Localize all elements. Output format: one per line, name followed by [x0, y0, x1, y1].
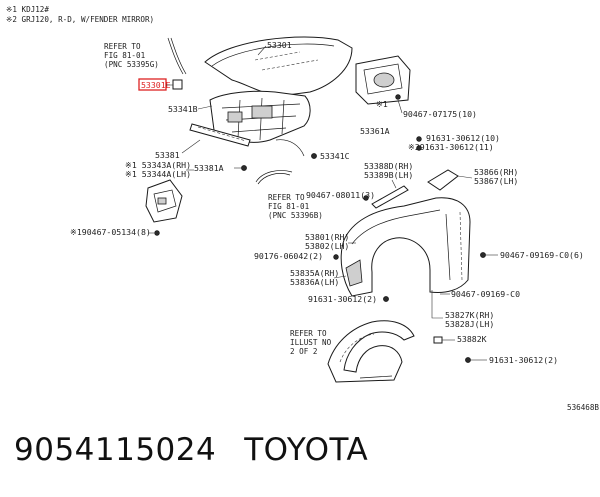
seal-side-a-label: 53381A [194, 163, 224, 173]
figure-code: 536468B [567, 403, 599, 412]
clip-icon [363, 195, 369, 201]
highlight-label: 53301E [141, 80, 171, 90]
bolt-icon [465, 357, 471, 363]
clip-icon [480, 252, 486, 258]
caption: 9054115024 TOYOTA [14, 432, 396, 468]
clip-top-label: 90467-07175(10) [403, 109, 477, 119]
refer-1-line-1: REFER TO [104, 42, 141, 51]
brand-name: TOYOTA [244, 432, 369, 468]
liner-53882k-label: 53882K [457, 334, 487, 344]
clip-icon [241, 165, 247, 171]
refer-2-line-3: (PNC 53396B) [268, 211, 323, 220]
bracket-rh-label: 53866(RH) [474, 167, 518, 177]
hood-panel [204, 36, 353, 143]
fender-rh-label: 53801(RH) [305, 232, 349, 242]
brace-rh-label: 53835A(RH) [290, 268, 339, 278]
side-bracket [145, 179, 183, 223]
clip-icon [395, 94, 401, 100]
hood-lock-mark: ※1 [376, 99, 388, 109]
fender-extension [371, 185, 409, 209]
clip-icon [154, 230, 160, 236]
hood-lock [355, 55, 411, 105]
refer-2-line-1: REFER TO [268, 193, 305, 202]
bolt-icon [416, 136, 422, 142]
clip-icon [333, 254, 339, 260]
clip-08011-label: 90467-08011(3) [306, 190, 375, 200]
clip-06042-label: 90176-06042(2) [254, 251, 323, 261]
hood-label: 53301 [267, 40, 292, 50]
clip-09169-6-label: 90467-09169-C0(6) [500, 250, 584, 260]
note-2: ※2 GRJ120, R-D, W/FENDER MIRROR) [6, 15, 154, 24]
ext-lh-label: 53389B(LH) [364, 170, 413, 180]
brace-lh-label: 53836A(LH) [290, 277, 339, 287]
front-fender [340, 197, 471, 297]
refer-3-line-2: ILLUST NO [290, 338, 332, 347]
seal-lh-label: ※1 53344A(LH) [125, 169, 191, 179]
bolt-icon [416, 145, 422, 151]
clip-09169-label: 90467-09169-C0 [451, 289, 520, 299]
highlight-box [138, 78, 167, 91]
fender-brace [345, 259, 363, 287]
ext-rh-label: 53388D(RH) [364, 161, 413, 171]
refer-1-line-3: (PNC 53395G) [104, 60, 159, 69]
seal-rh-label: ※1 53343A(RH) [125, 160, 191, 170]
liner-rh-label: 53827K(RH) [445, 310, 494, 320]
hood-rod [167, 37, 184, 75]
seal-side-label: 53381 [155, 150, 180, 160]
refer-2-line-2: FIG 81-01 [268, 202, 310, 211]
bolt-11-label: ※291631-30612(11) [408, 142, 494, 152]
seal-53341c-label: 53341C [320, 151, 350, 161]
seal-strip [189, 123, 251, 147]
note-1: ※1 KDJ12# [6, 5, 49, 14]
hood-lock-label: 53361A [360, 126, 390, 136]
part-number: 9054115024 [14, 432, 217, 468]
liner-clip-icon [433, 336, 443, 344]
refer-3-line-3: 2 OF 2 [290, 347, 317, 356]
nut-30612-2b-label: 91631-30612(2) [489, 355, 558, 365]
fender-lh-label: 53802(LH) [305, 241, 349, 251]
clip-05134-label: ※190467-05134(8) [70, 227, 151, 237]
fender-bracket [427, 169, 459, 191]
fender-liner [327, 320, 415, 383]
stopper-icon [172, 79, 183, 90]
refer-1-line-2: FIG 81-01 [104, 51, 146, 60]
nut-30612-2-label: 91631-30612(2) [308, 294, 377, 304]
hood-seal-label: 53341B [168, 104, 198, 114]
bolt-icon [383, 296, 389, 302]
refer-3-line-1: REFER TO [290, 329, 327, 338]
liner-lh-label: 53828J(LH) [445, 319, 494, 329]
bracket-lh-label: 53867(LH) [474, 176, 518, 186]
nut-10-label: 91631-30612(10) [426, 133, 500, 143]
seal-53341c [275, 139, 305, 157]
fender-rod [255, 170, 293, 183]
parts-diagram: ※1 KDJ12# ※2 GRJ120, R-D, W/FENDER MIRRO… [6, 5, 599, 412]
